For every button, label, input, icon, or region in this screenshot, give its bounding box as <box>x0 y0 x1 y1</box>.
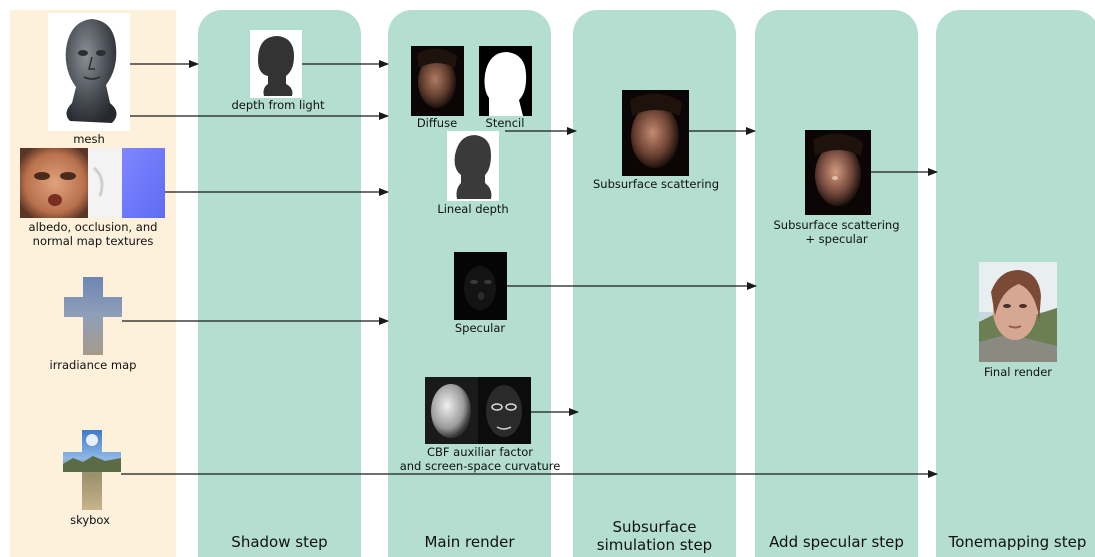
face-sss-icon <box>630 93 682 168</box>
head-depth-icon <box>454 135 492 199</box>
face-sss-specular-icon <box>813 133 863 206</box>
sss-thumbnail <box>622 90 689 176</box>
face-final-icon <box>979 262 1057 362</box>
subsurface-step-title: Subsurface simulation step <box>573 518 736 554</box>
irradiance-thumbnail <box>64 277 122 355</box>
cbf-thumbnail <box>425 377 531 444</box>
mesh-thumbnail <box>48 13 130 131</box>
final-render-label: Final render <box>983 365 1053 379</box>
main-render-title: Main render <box>424 533 515 551</box>
stencil-mask-icon <box>484 52 527 116</box>
textures-label-line1: albedo, occlusion, and <box>28 220 158 234</box>
depth-from-light-label: depth from light <box>231 98 325 112</box>
mesh-label: mesh <box>73 132 105 146</box>
subsurface-title-line2: simulation step <box>596 536 713 554</box>
sss-specular-thumbnail <box>805 130 871 215</box>
diffuse-thumbnail <box>411 46 464 116</box>
sss-label: Subsurface scattering <box>592 177 719 191</box>
sss-specular-label-line1: Subsurface scattering <box>773 218 900 232</box>
cbf-label-line1: CBF auxiliar factor <box>426 445 534 459</box>
cbf-label-line2: and screen-space curvature <box>399 459 561 473</box>
add-specular-step-column: Add specular step <box>755 10 918 557</box>
skybox-cross-icon <box>63 430 121 510</box>
skybox-label: skybox <box>70 513 110 527</box>
head-mesh-icon <box>65 19 117 123</box>
specular-label: Specular <box>454 321 506 335</box>
shadow-step-title: Shadow step <box>231 533 328 551</box>
textures-thumbnail <box>20 148 165 218</box>
diffuse-label: Diffuse <box>416 116 458 130</box>
lineal-depth-thumbnail <box>447 131 499 201</box>
textures-label-line2: normal map textures <box>32 234 154 248</box>
specular-thumbnail <box>454 252 507 320</box>
stencil-thumbnail <box>479 46 532 116</box>
sss-specular-label-line2: + specular <box>805 232 868 246</box>
tonemapping-step-title: Tonemapping step <box>948 533 1087 551</box>
depth-from-light-thumbnail <box>250 30 302 98</box>
head-silhouette-icon <box>258 36 294 96</box>
skybox-thumbnail <box>63 430 121 510</box>
curvature-maps-icon <box>425 377 531 444</box>
final-render-thumbnail <box>979 262 1057 362</box>
stencil-label: Stencil <box>485 116 525 130</box>
face-diffuse-icon <box>417 48 457 108</box>
irradiance-label: irradiance map <box>49 358 137 372</box>
subsurface-title-line1: Subsurface <box>612 518 697 536</box>
texture-maps-icon <box>20 148 165 218</box>
lineal-depth-label: Lineal depth <box>437 202 509 216</box>
add-specular-step-title: Add specular step <box>769 533 904 551</box>
face-specular-icon <box>464 266 496 310</box>
irradiance-cross-icon <box>64 277 122 355</box>
shadow-step-column: Shadow step <box>198 10 361 557</box>
